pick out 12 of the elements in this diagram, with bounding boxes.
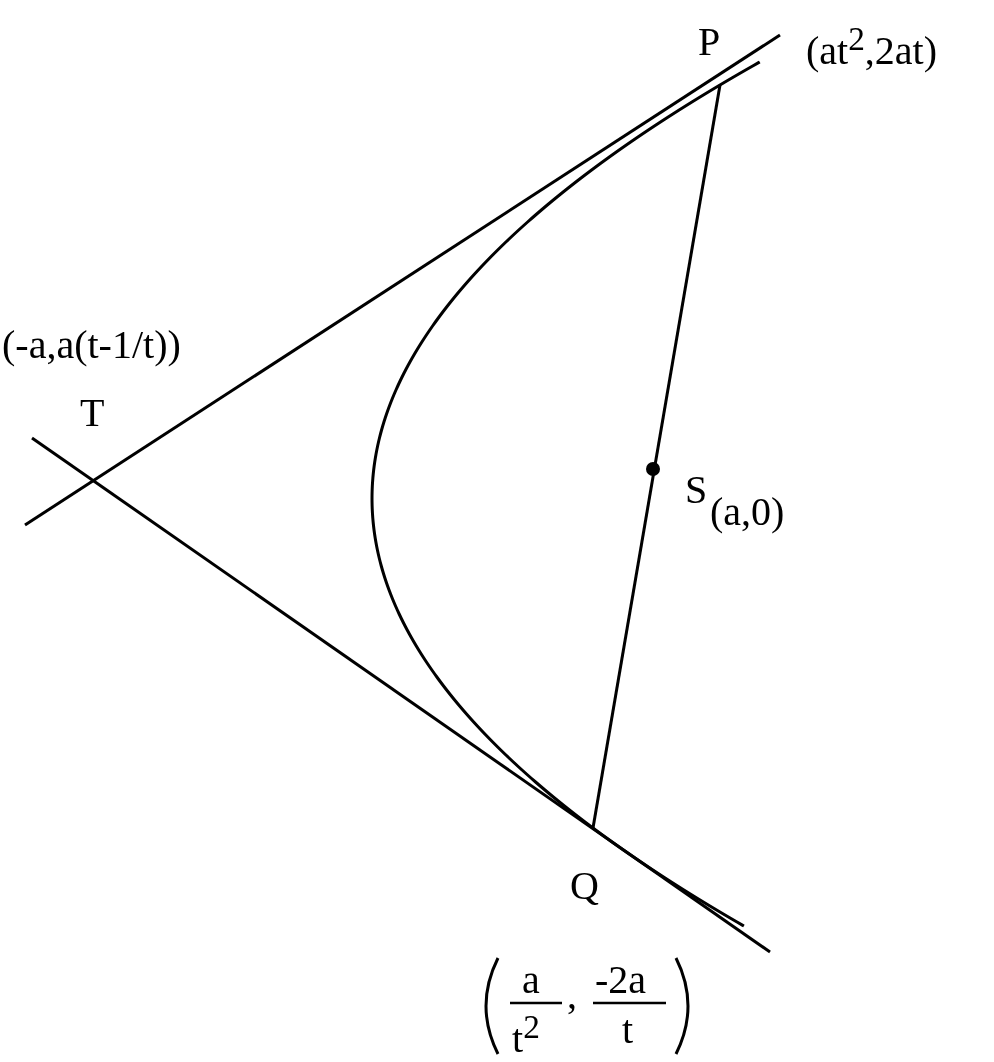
numerator-label: a xyxy=(522,960,540,1000)
point-label: T xyxy=(80,393,105,433)
comma-label: , xyxy=(567,975,577,1015)
coordinate-label: (at$^{2}$,2at) xyxy=(806,22,938,72)
coordinate-label: (a,0) xyxy=(710,492,785,532)
point-label: Q xyxy=(570,866,599,906)
coordinate-label: (-a,a(t-1/t)) xyxy=(2,325,181,365)
denominator-label: t$^{2}$ xyxy=(512,1010,540,1060)
point-label: S xyxy=(685,470,708,510)
numerator-label: -2a xyxy=(595,960,647,1000)
denominator-label: t xyxy=(622,1010,634,1050)
point-label: P xyxy=(698,22,721,62)
